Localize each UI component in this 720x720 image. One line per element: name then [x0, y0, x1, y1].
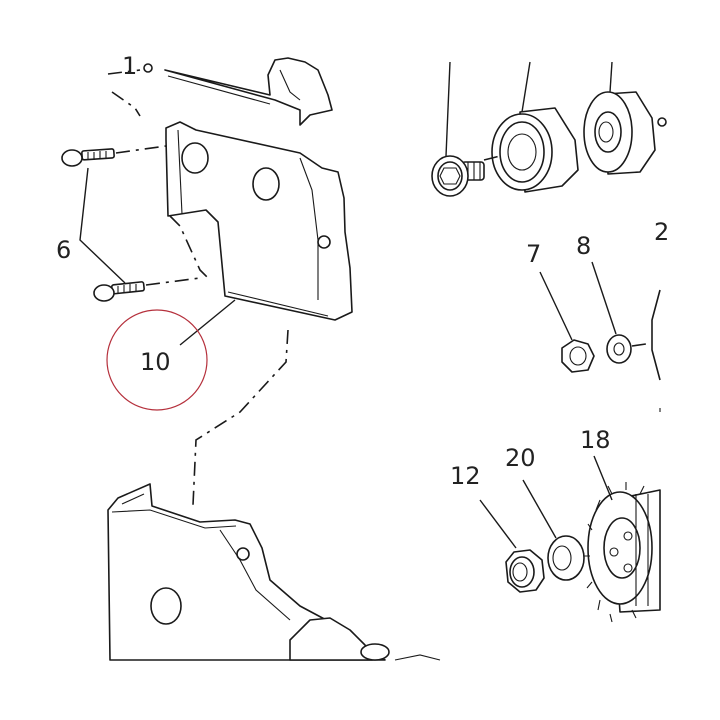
lower-cover-small-hole [236, 547, 250, 561]
idler-roller-sleeve [483, 61, 579, 193]
nut-7 [539, 271, 595, 373]
label-2-partial: 2 [654, 218, 669, 246]
sprocket-18 [584, 455, 661, 623]
label-6: 6 [56, 236, 71, 264]
label-18: 18 [580, 426, 611, 454]
timing-cover-part-10 [165, 121, 353, 321]
label-20: 20 [505, 444, 536, 472]
label-1-partial: 1 [122, 52, 137, 80]
cover-hole-1 [181, 142, 209, 174]
upper-cover-fragment [107, 57, 333, 126]
nut-12 [479, 499, 545, 593]
label-10: 10 [140, 348, 171, 376]
washer-8 [591, 261, 661, 364]
bolt-lower [93, 277, 201, 302]
label-8: 8 [576, 232, 591, 260]
highlight-circle-10 [106, 309, 208, 411]
assembly-axis [192, 329, 289, 506]
leader-10 [179, 299, 236, 346]
idler-bearing [583, 61, 667, 175]
label-7: 7 [526, 240, 541, 268]
lower-cover [107, 483, 441, 661]
cover-hole-2 [252, 167, 280, 201]
leader-6 [79, 167, 126, 284]
bolt-upper [61, 145, 167, 167]
cover-small-hole [317, 235, 331, 249]
washer-20 [522, 479, 585, 581]
lower-cover-hole [150, 587, 182, 625]
roller-bolt [431, 61, 485, 197]
label-12: 12 [450, 462, 481, 490]
small-screw-top [143, 63, 153, 73]
right-edge-partial-part [651, 289, 661, 381]
